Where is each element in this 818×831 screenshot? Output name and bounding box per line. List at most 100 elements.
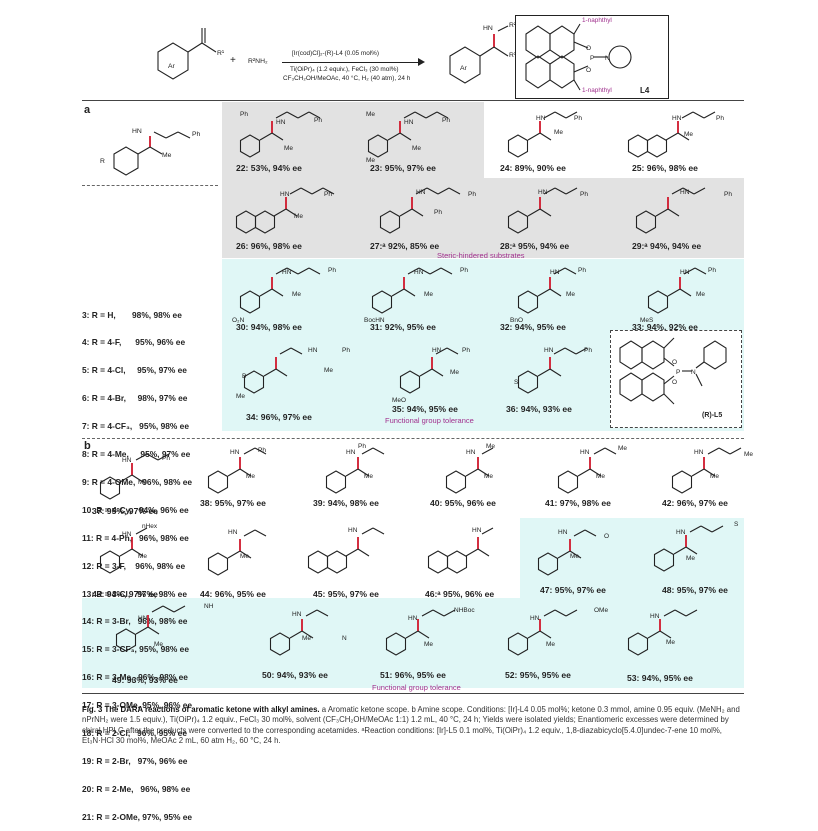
svg-text:Me: Me (138, 553, 147, 560)
svg-text:O₂N: O₂N (232, 317, 245, 324)
svg-text:Me: Me (554, 129, 563, 136)
compound-48-label: 48: 95%, 97% ee (662, 585, 728, 595)
compound-27-label: 27:ᵃ 92%, 85% ee (370, 241, 440, 251)
svg-text:HN: HN (122, 531, 132, 538)
svg-text:O: O (586, 67, 591, 74)
sketch-45: HN (307, 527, 385, 574)
svg-text:Ph: Ph (324, 191, 332, 198)
svg-text:Me: Me (696, 291, 705, 298)
ligand-l4-naphthyl-bottom: 1-naphthyl (582, 87, 612, 94)
svg-text:Me: Me (366, 157, 375, 164)
svg-text:Me: Me (686, 555, 695, 562)
svg-text:Ph: Ph (574, 115, 582, 122)
svg-text:HN: HN (680, 189, 690, 196)
svg-text:HN: HN (292, 611, 302, 618)
compound-49-label: 49: 93%, 93% ee (112, 675, 178, 685)
svg-text:HN: HN (408, 615, 418, 622)
svg-text:HN: HN (472, 527, 482, 534)
core-structure-a (113, 131, 191, 176)
svg-text:Ph: Ph (708, 267, 716, 274)
svg-text:NH: NH (204, 603, 214, 610)
ligand-l4-naphthyl-top: 1-naphthyl (582, 17, 612, 24)
arrow-head (418, 58, 425, 66)
list-item: 6: R = 4-Br, 98%, 97% ee (82, 393, 188, 404)
list-item: 3: R = H, 98%, 98% ee (82, 309, 182, 320)
svg-text:Me: Me (566, 291, 575, 298)
svg-text:HN: HN (680, 269, 690, 276)
compound-47-label: 47: 95%, 97% ee (540, 585, 606, 595)
svg-text:HN: HN (282, 269, 292, 276)
list-item: 13: R = 3-Cl, 97%, 98% ee (82, 588, 187, 599)
steric-group-label: Steric-hindered substrates (437, 251, 525, 260)
svg-text:O: O (604, 533, 609, 540)
svg-text:HN: HN (346, 449, 356, 456)
scheme-product-hn: HN (483, 25, 493, 32)
svg-text:HN: HN (676, 529, 686, 536)
svg-text:Ph: Ph (358, 443, 366, 450)
compound-43-label: 43: 94%, 97% ee (92, 589, 158, 599)
functional-panel-b-bottom (82, 598, 744, 688)
svg-text:O: O (672, 379, 677, 386)
compound-38-label: 38: 95%, 97% ee (200, 498, 266, 508)
list-item: 17: R = 3-OMe, 95%, 96% ee (82, 700, 193, 711)
ligand-l4-label: L4 (640, 86, 650, 95)
core-me: Me (162, 152, 172, 159)
svg-text:Me: Me (424, 291, 433, 298)
reaction-arrow (282, 62, 422, 63)
svg-text:Me: Me (618, 445, 627, 452)
compound-45-label: 45: 95%, 97% ee (313, 589, 379, 599)
scheme-product-r2: R² (509, 22, 517, 29)
scheme-product-r1: R¹ (509, 52, 517, 59)
svg-text:Me: Me (364, 473, 373, 480)
compound-22-label: 22: 53%, 94% ee (236, 163, 302, 173)
svg-text:P: P (590, 55, 594, 62)
compound-24-label: 24: 89%, 90% ee (500, 163, 566, 173)
svg-text:MeS: MeS (640, 317, 654, 324)
svg-text:S: S (514, 379, 519, 386)
compound-35-label: 35: 94%, 95% ee (392, 404, 458, 414)
svg-text:Me: Me (710, 473, 719, 480)
compound-31-label: 31: 92%, 95% ee (370, 322, 436, 332)
svg-text:nHex: nHex (142, 523, 158, 530)
svg-text:BocHN: BocHN (364, 317, 385, 324)
compound-23-label: 23: 95%, 97% ee (370, 163, 436, 173)
svg-text:HN: HN (544, 347, 554, 354)
svg-text:O: O (672, 359, 677, 366)
divider-dashed-b (82, 438, 744, 439)
compound-29-label: 29:ᵃ 94%, 94% ee (632, 241, 702, 251)
svg-text:Ph: Ph (716, 115, 724, 122)
compound-50-label: 50: 94%, 93% ee (262, 670, 328, 680)
compound-36-label: 36: 94%, 93% ee (506, 404, 572, 414)
compound-30-label: 30: 94%, 98% ee (236, 322, 302, 332)
compound-46-label: 46:ᵃ 95%, 96% ee (425, 589, 495, 599)
svg-text:Me: Me (450, 369, 459, 376)
list-item: 8: R = 4-Me, 95%, 97% ee (82, 449, 191, 460)
svg-text:Me: Me (486, 443, 495, 450)
compound-53-label: 53: 94%, 95% ee (627, 673, 693, 683)
svg-text:N: N (691, 369, 696, 376)
svg-text:Ph: Ph (584, 347, 592, 354)
figure-caption: Fig. 3 The DARA reactions of aromatic ke… (82, 705, 742, 747)
svg-text:Ph: Ph (314, 117, 322, 124)
svg-text:HN: HN (672, 115, 682, 122)
scheme-product (449, 25, 509, 84)
svg-text:HN: HN (228, 529, 238, 536)
compound-26-label: 26: 96%, 98% ee (236, 241, 302, 251)
functional-group-label-b: Functional group tolerance (372, 683, 461, 692)
svg-text:P: P (676, 369, 680, 376)
svg-text:Me: Me (484, 473, 493, 480)
svg-text:Me: Me (744, 451, 753, 458)
